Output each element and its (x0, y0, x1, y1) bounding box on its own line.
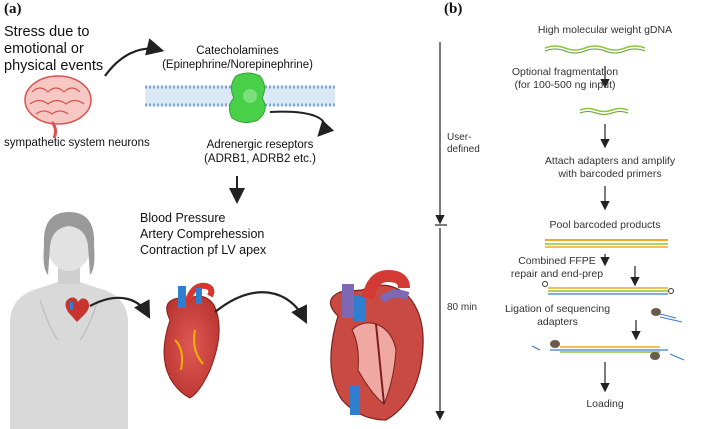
panel-a-label: (a) (4, 1, 22, 17)
adapter-icon (651, 308, 683, 323)
brain-icon (24, 75, 92, 139)
pooled-products-strand (545, 239, 668, 248)
fragmented-strand (579, 107, 629, 113)
step-repair: Combined FFPE repair and end-prep (510, 255, 604, 280)
eighty-min-label: 80 min (447, 302, 478, 313)
step-pool: Pool barcoded products (549, 219, 661, 231)
step-ligation: Ligation of sequencing adapters (504, 303, 611, 328)
curved-arrow-heart-1 (89, 296, 151, 319)
neurons-label: sympathetic system neurons (4, 137, 150, 149)
end-prepped-strand (542, 281, 674, 295)
curved-arrow-stress (104, 38, 165, 77)
curved-arrow-receptor (269, 110, 335, 137)
stress-text: Stress due to emotional or physical even… (4, 24, 104, 74)
step-attach: Attach adapters and amplify with barcode… (544, 155, 676, 180)
effects-list: Blood Pressure Artery Comprehession Cont… (140, 210, 266, 258)
large-heart-cross-section-icon (329, 269, 424, 421)
step-gdna: High molecular weight gDNA (537, 24, 673, 36)
receptor-icon (228, 72, 266, 124)
effect-item: Contraction pf LV apex (140, 243, 267, 257)
receptors-label: Adrenergic reseptors (ADRB1, ADRB2 etc.) (204, 139, 316, 165)
effect-item: Artery Comprehession (140, 227, 265, 241)
effect-item: Blood Pressure (140, 211, 226, 225)
ligated-product-strand (531, 340, 685, 361)
step-loading: Loading (586, 398, 624, 410)
timeline (435, 42, 447, 421)
small-heart-icon (65, 297, 90, 322)
panel-b-label: (b) (444, 1, 463, 17)
medium-heart-icon (163, 282, 220, 399)
curved-arrow-heart-2 (214, 291, 307, 324)
gdna-strand (544, 45, 646, 51)
user-defined-label: User- defined (447, 132, 480, 155)
step-fragmentation: Optional fragmentation (for 100-500 ng i… (511, 66, 619, 91)
catecholamines-label: Catecholamines (Epinephrine/Norepinephri… (162, 45, 313, 71)
woman-figure-icon (10, 212, 128, 429)
